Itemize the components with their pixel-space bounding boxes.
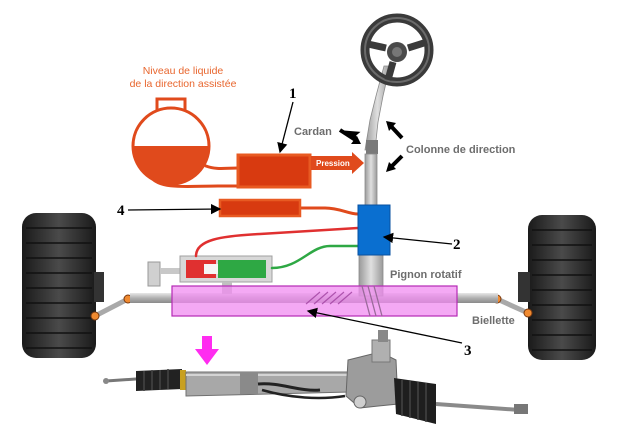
steering-column — [358, 65, 391, 297]
fluid-reservoir — [131, 97, 211, 186]
hydraulic-cylinder — [147, 255, 273, 294]
callout-leaders — [127, 101, 463, 344]
callout-3: 3 — [464, 343, 472, 359]
right-wheel — [518, 215, 596, 360]
down-arrow — [195, 336, 219, 365]
pressure-arrow: Pression — [311, 152, 364, 174]
pinion-label: Pignon rotatif — [390, 269, 462, 281]
tie-rod-label: Biellette — [472, 315, 515, 327]
cardan-label: Cardan — [294, 126, 332, 138]
callout-1: 1 — [289, 86, 297, 102]
pump-unit — [236, 153, 312, 189]
left-wheel — [22, 213, 104, 358]
callout-2: 2 — [453, 237, 461, 253]
steering-rack-illustration — [103, 330, 528, 424]
steering-column-label: Colonne de direction — [406, 144, 516, 156]
rotary-valve-block — [357, 204, 391, 256]
reservoir-label-line2: de la direction assistée — [130, 78, 237, 90]
return-line-unit — [218, 198, 302, 218]
callout-4: 4 — [117, 203, 125, 219]
reservoir-label-line1: Niveau de liquide — [143, 65, 224, 77]
cardan-arrows — [338, 121, 404, 172]
pressure-label: Pression — [316, 159, 350, 168]
steering-wheel — [360, 13, 434, 87]
rack-housing — [171, 285, 458, 317]
hydraulic-lines — [149, 164, 360, 270]
